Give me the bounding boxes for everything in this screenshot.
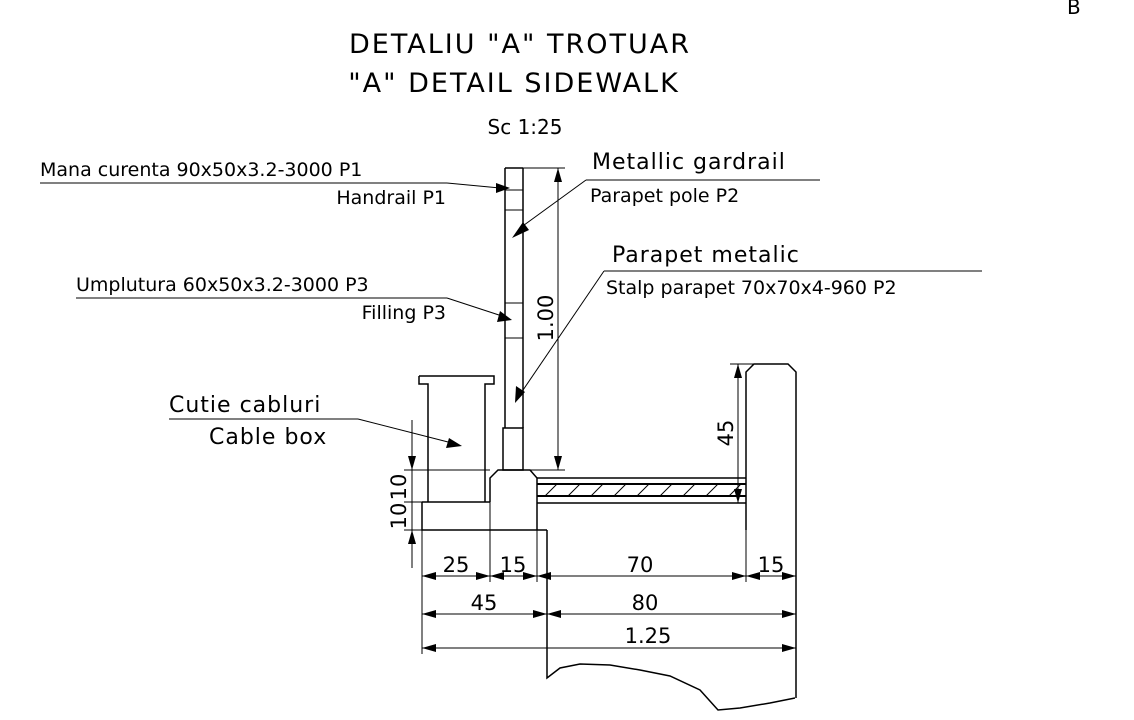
cable-box-label-ro: Cutie cabluri	[169, 393, 321, 418]
cable-box-callout: Cutie cabluri Cable box	[169, 393, 462, 450]
dimension-row-1: 25 15 70 15	[421, 502, 797, 654]
scale-label: Sc 1:25	[488, 115, 563, 139]
dim-vert-10b: 10	[387, 503, 411, 530]
dim-125: 1.25	[625, 624, 672, 648]
filling-callout: Umplutura 60x50x3.2-3000 P3 Filling P3	[76, 274, 512, 324]
cable-box	[418, 375, 495, 502]
dimension-rail-height: 1.00	[523, 167, 565, 471]
dim-vert-10a: 10	[387, 474, 411, 501]
dimension-vertical-left: 10 10	[387, 420, 490, 568]
dim-80: 80	[632, 591, 659, 615]
dim-45: 45	[471, 591, 498, 615]
dim-rail-height: 1.00	[534, 295, 558, 342]
handrail-label-en: Handrail P1	[336, 187, 446, 209]
handrail-callout: Mana curenta 90x50x3.2-3000 P1 Handrail …	[40, 159, 510, 209]
sidewalk-paving	[537, 483, 746, 497]
pole-label-en: Parapet pole P2	[590, 185, 739, 207]
handrail-label-ro: Mana curenta 90x50x3.2-3000 P1	[40, 159, 362, 181]
dim-curb-height: 45	[714, 420, 738, 447]
filling-label-ro: Umplutura 60x50x3.2-3000 P3	[76, 274, 369, 296]
gardrail-label-en: Metallic gardrail	[592, 150, 786, 175]
dimension-curb-height: 45	[714, 363, 754, 503]
parapet-callout: Parapet metalic Stalp parapet 70x70x4-96…	[515, 243, 982, 403]
dimension-row-2: 45 80	[422, 590, 796, 620]
gardrail-callout: Metallic gardrail Parapet pole P2	[512, 150, 820, 238]
pole-label-ro: Stalp parapet 70x70x4-960 P2	[606, 277, 897, 299]
dim-70: 70	[627, 553, 654, 577]
title-romanian: DETALIU "A" TROTUAR	[349, 29, 691, 60]
parapet-pole	[502, 167, 524, 471]
curb-wall	[745, 363, 797, 698]
parapet-label-ro: Parapet metalic	[612, 243, 800, 268]
filling-label-en: Filling P3	[362, 302, 446, 324]
title-english: "A" DETAIL SIDEWALK	[348, 68, 680, 99]
corner-mark: B	[1067, 0, 1081, 19]
slab-and-curb	[421, 469, 796, 711]
cable-box-label-en: Cable box	[209, 425, 327, 450]
dim-25: 25	[443, 553, 470, 577]
dimension-row-3: 1.25	[422, 624, 796, 652]
dim-15b: 15	[758, 553, 785, 577]
dim-15a: 15	[500, 553, 527, 577]
